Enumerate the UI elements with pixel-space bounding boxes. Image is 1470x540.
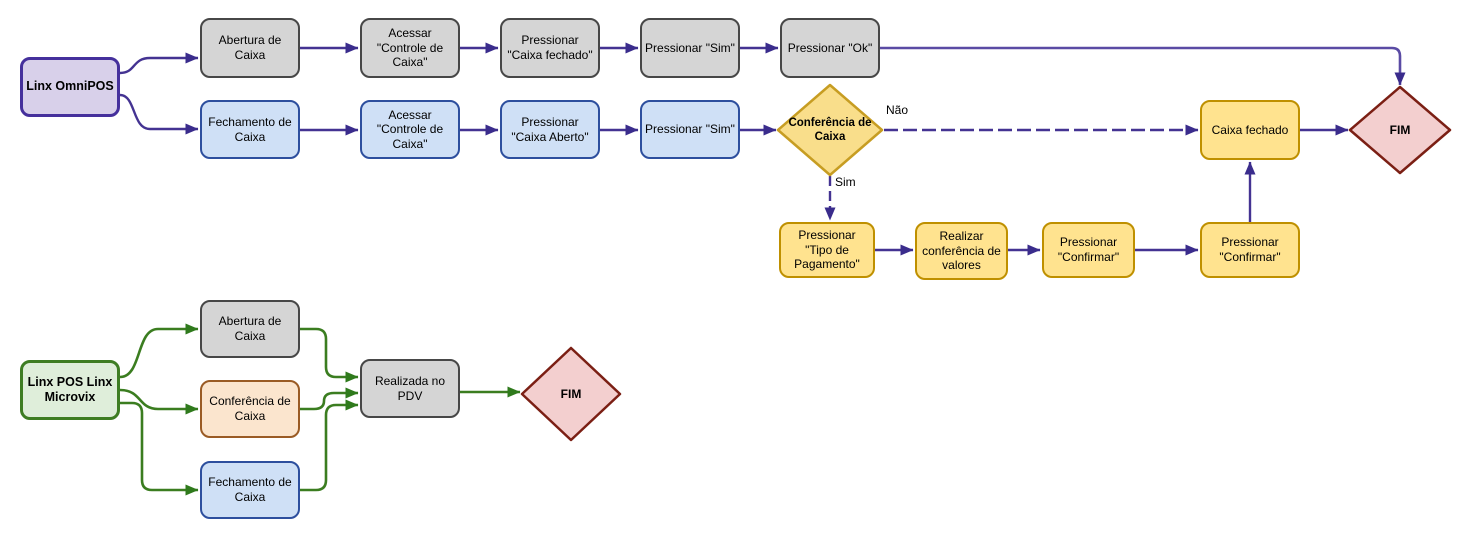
edge-abertura-to-pdv: [300, 327, 359, 383]
node-label: Realizar conferência de valores: [922, 229, 1001, 273]
end-fim-pos-label: FIM: [560, 386, 582, 401]
node-label: Pressionar "Sim": [645, 40, 735, 55]
edge-pos-to-abertura: [119, 323, 199, 379]
node-label: Linx OmniPOS: [26, 79, 114, 94]
node-abertura-caixa-omni: Abertura de Caixa: [200, 18, 300, 78]
node-label: Pressionar "Confirmar": [1219, 235, 1281, 264]
node-pressionar-tipo-pagamento: Pressionar "Tipo de Pagamento": [779, 222, 875, 278]
end-fim-omnipos-label: FIM: [1389, 122, 1411, 137]
decision-conferencia-label: Conferência de Caixa: [788, 116, 872, 143]
edge-conferencia-to-pdv: [300, 387, 359, 411]
edge-omnipos-to-fechamento: [119, 93, 199, 135]
edge-ok-to-fim: [880, 46, 1406, 86]
node-fechamento-caixa-omni: Fechamento de Caixa: [200, 100, 300, 159]
edge-pos-to-conferencia: [119, 388, 199, 415]
node-pressionar-caixa-fechado: Pressionar "Caixa fechado": [500, 18, 600, 78]
end-fim-omnipos-shape: [1348, 85, 1452, 175]
node-fechamento-caixa-pos: Fechamento de Caixa: [200, 461, 300, 519]
node-label: Pressionar "Ok": [787, 40, 873, 55]
node-acessar-controle-abertura: Acessar "Controle de Caixa": [360, 18, 460, 78]
node-label: Acessar "Controle de Caixa": [376, 26, 444, 70]
decision-conferencia-shape: [776, 83, 884, 177]
node-label: Pressionar "Sim": [645, 122, 735, 137]
node-label: Fechamento de Caixa: [208, 114, 292, 144]
node-abertura-caixa-pos: Abertura de Caixa: [200, 300, 300, 358]
node-acessar-controle-fechamento: Acessar "Controle de Caixa": [360, 100, 460, 159]
node-pressionar-sim-fechamento: Pressionar "Sim": [640, 100, 740, 159]
node-realizar-conferencia-valores: Realizar conferência de valores: [915, 222, 1008, 280]
node-label: Abertura de Caixa: [218, 33, 282, 62]
edge-label-nao: Não: [886, 103, 909, 117]
node-label: Pressionar "Caixa Aberto": [511, 114, 589, 144]
node-caixa-fechado: Caixa fechado: [1200, 100, 1300, 160]
node-label: Caixa fechado: [1211, 122, 1289, 137]
node-pressionar-sim-abertura: Pressionar "Sim": [640, 18, 740, 78]
node-label: Pressionar "Confirmar": [1057, 235, 1120, 264]
node-label: Fechamento de Caixa: [208, 475, 292, 504]
edge-omnipos-to-abertura: [119, 52, 199, 75]
edge-label-sim: Sim: [835, 175, 856, 189]
node-linx-pos-microvix: Linx POS Linx Microvix: [20, 360, 120, 420]
node-label: Pressionar "Tipo de Pagamento": [794, 228, 860, 272]
node-label: Realizada no PDV: [374, 373, 446, 403]
node-label: Conferência de Caixa: [209, 394, 291, 423]
node-pressionar-caixa-aberto: Pressionar "Caixa Aberto": [500, 100, 600, 159]
node-label: Pressionar "Caixa fechado": [507, 33, 593, 62]
node-pressionar-confirmar-2: Pressionar "Confirmar": [1200, 222, 1300, 278]
node-linx-omnipos: Linx OmniPOS: [20, 57, 120, 117]
node-conferencia-caixa-pos: Conferência de Caixa: [200, 380, 300, 438]
node-label: Acessar "Controle de Caixa": [376, 107, 444, 151]
node-pressionar-ok: Pressionar "Ok": [780, 18, 880, 78]
end-fim-pos-shape: [520, 346, 622, 442]
node-label: Abertura de Caixa: [218, 314, 282, 343]
edge-pos-to-fechamento: [120, 401, 199, 496]
edge-fechamento-to-pdv: [300, 399, 359, 492]
node-pressionar-confirmar-1: Pressionar "Confirmar": [1042, 222, 1135, 278]
node-realizada-no-pdv: Realizada no PDV: [360, 359, 460, 418]
node-label: Linx POS Linx Microvix: [27, 374, 113, 404]
